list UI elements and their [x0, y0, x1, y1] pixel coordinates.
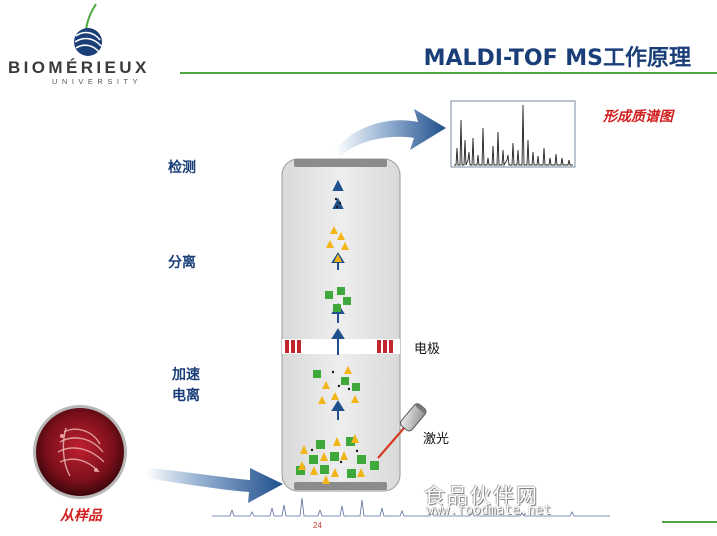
laser-icon	[377, 403, 427, 459]
target-plate	[294, 482, 387, 490]
accelerating-ions	[313, 366, 360, 404]
light-ions	[326, 226, 349, 262]
laser-label: 激光	[423, 432, 450, 447]
electrode-grid	[282, 339, 400, 354]
spectrum-trace	[454, 104, 573, 167]
step-label-separate: 分离	[168, 255, 196, 271]
electrode-label: 电极	[414, 342, 441, 357]
detector-ions	[334, 197, 342, 209]
spectrum-arrow	[335, 109, 446, 156]
sample-arrow	[146, 468, 283, 503]
watermark-text: 食品伙伴网	[424, 484, 539, 508]
step-label-detect: 检测	[168, 160, 196, 176]
step-label-accelerate: 加速	[172, 367, 200, 383]
page-number: 24	[313, 521, 322, 530]
watermark-url: www.foodmate.net	[426, 503, 552, 518]
heavy-ions	[325, 287, 351, 312]
slide-title: MALDI-TOF MS工作原理	[423, 46, 691, 71]
spectrum-label: 形成质谱图	[603, 109, 673, 125]
bottom-spectrum-trace	[212, 497, 610, 517]
sample-label: 从样品	[60, 508, 102, 524]
sample-cloud	[296, 434, 379, 484]
mass-spectrum-thumbnail	[450, 100, 576, 168]
flight-tube	[281, 158, 401, 492]
detector-plate	[294, 159, 387, 167]
biomerieux-logo-icon	[74, 3, 102, 57]
agar-plate-icon	[33, 405, 127, 499]
logo-text: BIOMÉRIEUX	[8, 58, 150, 77]
logo-subtext: UNIVERSITY	[52, 77, 143, 86]
step-label-ionize: 电离	[172, 388, 200, 404]
